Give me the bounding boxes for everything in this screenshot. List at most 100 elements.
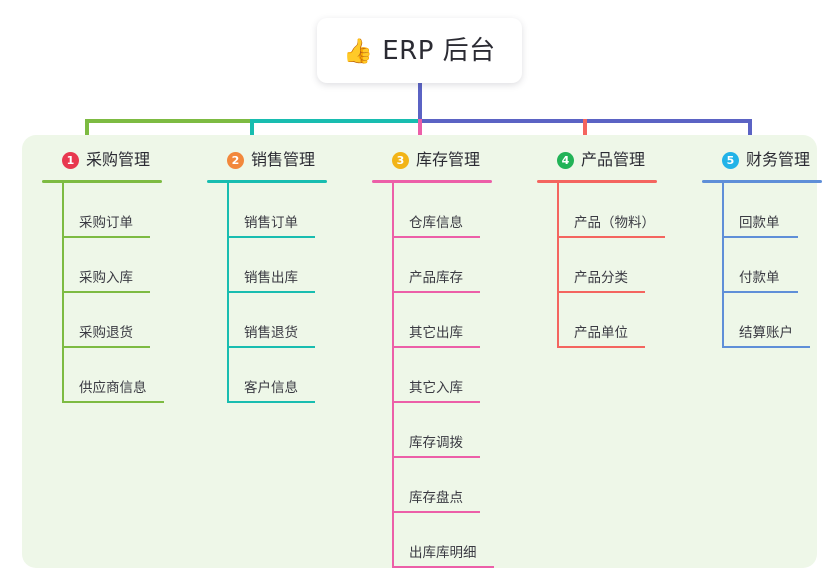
- column-badge-5: 5: [722, 151, 739, 169]
- leaf-label: 库存调拨: [409, 434, 463, 451]
- leaf-label: 销售退货: [244, 324, 298, 341]
- column-rule-4: [537, 180, 657, 183]
- leaf-label: 库存盘点: [409, 489, 463, 506]
- column-items-5: 回款单付款单结算账户: [702, 183, 839, 348]
- leaf-node[interactable]: 出库库明细: [392, 513, 537, 568]
- leaf-node[interactable]: 其它出库: [392, 293, 537, 348]
- leaf-label: 采购退货: [79, 324, 133, 341]
- leaf-node[interactable]: 销售出库: [227, 238, 372, 293]
- leaf-rule: [62, 291, 150, 293]
- leaf-label: 其它出库: [409, 324, 463, 341]
- column-1: 1 采购管理采购订单采购入库采购退货供应商信息: [42, 147, 207, 403]
- leaf-rule: [722, 291, 798, 293]
- leaf-rule: [227, 236, 315, 238]
- leaf-node[interactable]: 产品（物料）: [557, 183, 702, 238]
- leaf-rule: [722, 346, 810, 348]
- leaf-rule: [392, 236, 480, 238]
- leaf-node[interactable]: 销售退货: [227, 293, 372, 348]
- column-title-3: 库存管理: [416, 150, 481, 169]
- thumbs-up-icon: 👍: [343, 36, 374, 65]
- column-rule-1: [42, 180, 162, 183]
- leaf-rule: [722, 236, 798, 238]
- column-5: 5 财务管理回款单付款单结算账户: [702, 147, 839, 348]
- column-header-3[interactable]: 3 库存管理: [372, 147, 537, 173]
- column-header-5[interactable]: 5 财务管理: [702, 147, 839, 173]
- column-3: 3 库存管理仓库信息产品库存其它出库其它入库库存调拨库存盘点出库库明细: [372, 147, 537, 568]
- column-items-1: 采购订单采购入库采购退货供应商信息: [42, 183, 207, 403]
- leaf-rule: [62, 236, 150, 238]
- root-node-title: ERP 后台: [382, 35, 496, 66]
- leaf-rule: [62, 346, 150, 348]
- column-rule-2: [207, 180, 327, 183]
- leaf-label: 其它入库: [409, 379, 463, 396]
- leaf-node[interactable]: 产品单位: [557, 293, 702, 348]
- leaf-label: 结算账户: [739, 324, 793, 341]
- leaf-node[interactable]: 其它入库: [392, 348, 537, 403]
- column-title-5: 财务管理: [746, 150, 811, 169]
- column-spine-3: [392, 183, 394, 568]
- leaf-label: 产品库存: [409, 269, 463, 286]
- leaf-node[interactable]: 产品库存: [392, 238, 537, 293]
- leaf-rule: [392, 511, 480, 513]
- leaf-node[interactable]: 供应商信息: [62, 348, 207, 403]
- leaf-rule: [62, 401, 164, 403]
- leaf-label: 付款单: [739, 269, 780, 286]
- leaf-rule: [557, 291, 645, 293]
- column-2: 2 销售管理销售订单销售出库销售退货客户信息: [207, 147, 372, 403]
- column-badge-4: 4: [557, 151, 574, 169]
- column-header-4[interactable]: 4 产品管理: [537, 147, 702, 173]
- leaf-rule: [227, 291, 315, 293]
- leaf-node[interactable]: 仓库信息: [392, 183, 537, 238]
- leaf-node[interactable]: 采购订单: [62, 183, 207, 238]
- column-rule-5: [702, 180, 822, 183]
- column-spine-1: [62, 183, 64, 403]
- leaf-rule: [557, 346, 645, 348]
- column-title-1: 采购管理: [86, 150, 151, 169]
- column-rule-3: [372, 180, 492, 183]
- leaf-node[interactable]: 回款单: [722, 183, 839, 238]
- diagram-panel: [22, 135, 817, 568]
- leaf-label: 产品分类: [574, 269, 628, 286]
- leaf-node[interactable]: 销售订单: [227, 183, 372, 238]
- leaf-label: 产品（物料）: [574, 214, 655, 231]
- leaf-label: 产品单位: [574, 324, 628, 341]
- column-items-2: 销售订单销售出库销售退货客户信息: [207, 183, 372, 403]
- root-node-card[interactable]: 👍 ERP 后台: [317, 18, 522, 83]
- column-items-4: 产品（物料） 产品分类产品单位: [537, 183, 702, 348]
- column-header-1[interactable]: 1 采购管理: [42, 147, 207, 173]
- leaf-label: 销售出库: [244, 269, 298, 286]
- column-title-4: 产品管理: [581, 150, 646, 169]
- leaf-label: 客户信息: [244, 379, 298, 396]
- leaf-label: 供应商信息: [79, 379, 147, 396]
- leaf-label: 仓库信息: [409, 214, 463, 231]
- leaf-label: 出库库明细: [409, 544, 477, 561]
- leaf-rule: [227, 346, 315, 348]
- leaf-rule: [392, 566, 494, 568]
- leaf-rule: [557, 236, 665, 238]
- column-badge-2: 2: [227, 151, 244, 169]
- column-header-2[interactable]: 2 销售管理: [207, 147, 372, 173]
- column-spine-5: [722, 183, 724, 348]
- leaf-rule: [392, 291, 480, 293]
- leaf-node[interactable]: 客户信息: [227, 348, 372, 403]
- leaf-node[interactable]: 产品分类: [557, 238, 702, 293]
- leaf-rule: [392, 456, 480, 458]
- leaf-node[interactable]: 库存盘点: [392, 458, 537, 513]
- leaf-node[interactable]: 库存调拨: [392, 403, 537, 458]
- leaf-label: 采购入库: [79, 269, 133, 286]
- leaf-label: 销售订单: [244, 214, 298, 231]
- leaf-label: 回款单: [739, 214, 780, 231]
- column-items-3: 仓库信息产品库存其它出库其它入库库存调拨库存盘点出库库明细: [372, 183, 537, 568]
- column-spine-4: [557, 183, 559, 348]
- column-badge-3: 3: [392, 151, 409, 169]
- leaf-node[interactable]: 采购入库: [62, 238, 207, 293]
- column-spine-2: [227, 183, 229, 403]
- leaf-node[interactable]: 付款单: [722, 238, 839, 293]
- leaf-rule: [392, 401, 480, 403]
- leaf-node[interactable]: 结算账户: [722, 293, 839, 348]
- column-badge-1: 1: [62, 151, 79, 169]
- leaf-node[interactable]: 采购退货: [62, 293, 207, 348]
- column-4: 4 产品管理产品（物料） 产品分类产品单位: [537, 147, 702, 348]
- leaf-rule: [392, 346, 480, 348]
- column-title-2: 销售管理: [251, 150, 316, 169]
